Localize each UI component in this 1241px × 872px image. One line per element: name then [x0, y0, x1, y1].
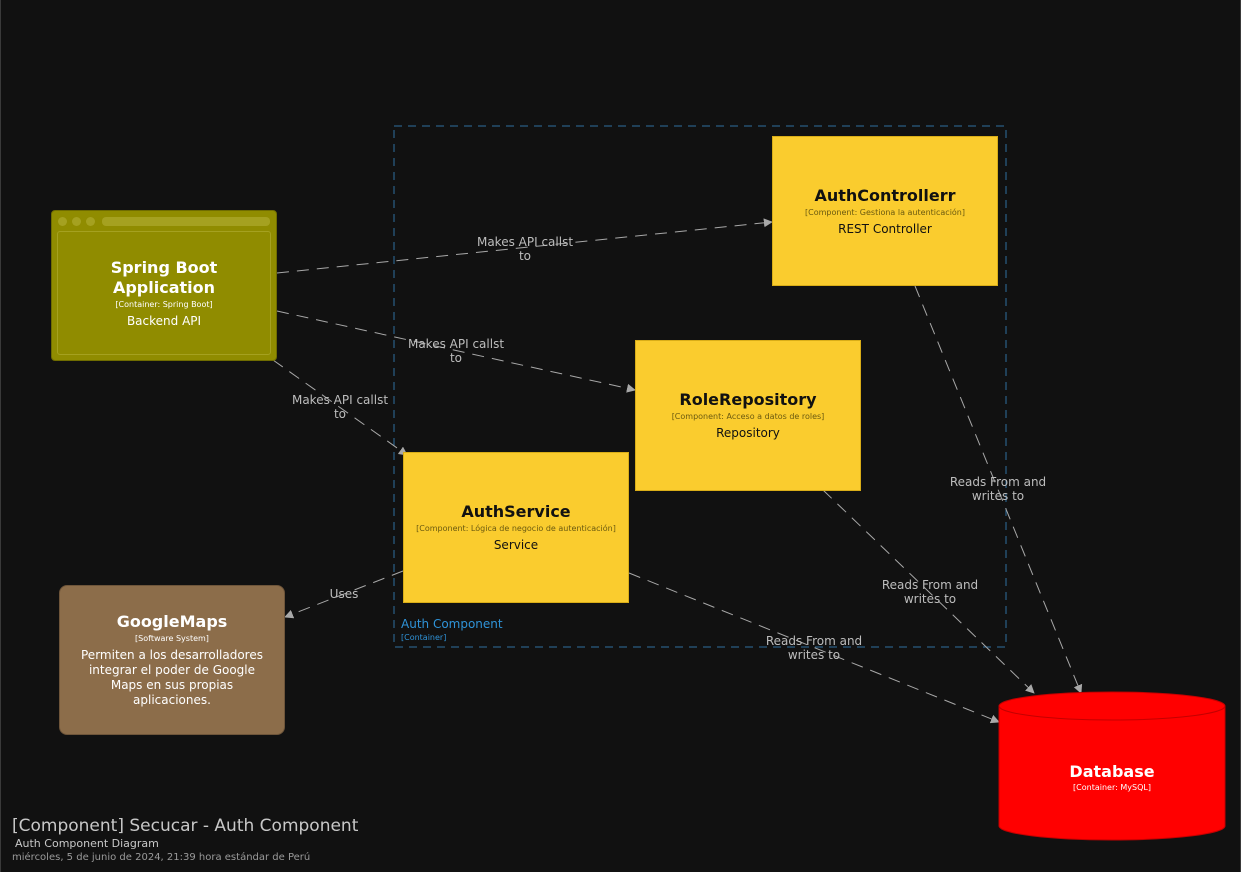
node-role-repository[interactable]: RoleRepository [Component: Acceso a dato…	[635, 340, 861, 491]
node-description: Backend API	[126, 313, 202, 328]
node-type: [Component: Lógica de negocio de autenti…	[416, 524, 616, 533]
window-dot-icon	[86, 217, 95, 226]
edge-controller-to-database	[914, 285, 1083, 694]
node-name: AuthService	[461, 502, 571, 521]
database-label: Database [Container: MySQL]	[999, 762, 1225, 794]
boundary-label: Auth Component [Container]	[401, 617, 503, 643]
window-titlebar	[52, 211, 276, 231]
window-address-bar	[102, 217, 270, 226]
boundary-type: [Container]	[401, 633, 447, 642]
node-name: Database	[1069, 762, 1155, 781]
node-description: Permiten a los desarrolladores integrar …	[81, 648, 263, 707]
boundary-name: Auth Component	[401, 617, 503, 631]
node-name: RoleRepository	[679, 390, 817, 409]
diagram-date: miércoles, 5 de junio de 2024, 21:39 hor…	[12, 852, 311, 863]
edge-label-role-repo-database: Reads From and writes to	[881, 578, 979, 606]
edge-auth-service-to-database	[628, 572, 1000, 724]
window-dot-icon	[72, 217, 81, 226]
diagram-title: [Component] Secucar - Auth Component	[12, 816, 359, 836]
node-name: Spring Boot Application	[110, 257, 218, 297]
edge-label-controller-database: Reads From and writes to	[949, 475, 1047, 503]
diagram-footer: [Component] Secucar - Auth Component Aut…	[12, 815, 358, 864]
node-description: REST Controller	[838, 221, 932, 236]
auth-component-boundary	[393, 125, 1007, 648]
edge-role-repo-to-database	[822, 489, 1035, 694]
edge-spring-to-auth-service	[272, 359, 408, 456]
window-dot-icon	[58, 217, 67, 226]
node-spring-boot-application[interactable]: Spring Boot Application [Container: Spri…	[51, 210, 277, 361]
node-name: GoogleMaps	[116, 612, 228, 631]
edge-label-auth-service-googlemaps: Uses	[329, 587, 359, 601]
edge-spring-to-role-repo	[276, 310, 636, 393]
node-auth-service[interactable]: AuthService [Component: Lógica de negoci…	[403, 452, 629, 603]
node-auth-controller[interactable]: AuthControllerr [Component: Gestiona la …	[772, 136, 998, 286]
node-type: [Component: Gestiona la autenticación]	[805, 207, 965, 217]
diagram-subtitle: Auth Component Diagram	[15, 837, 159, 850]
database-cylinder[interactable]	[998, 691, 1226, 841]
edge-spring-to-controller	[276, 218, 773, 274]
node-type: [Container: Spring Boot]	[115, 299, 213, 309]
edge-label-spring-auth-service: Makes API callst to	[291, 393, 389, 421]
edge-auth-service-to-googlemaps	[284, 570, 404, 619]
node-description: Repository	[716, 426, 780, 440]
node-type: [Software System]	[135, 634, 209, 643]
edge-label-spring-role-repo: Makes API callst to	[407, 337, 505, 365]
node-googlemaps[interactable]: GoogleMaps [Software System] Permiten a …	[59, 585, 285, 735]
edge-label-auth-service-database: Reads From and writes to	[765, 634, 863, 662]
node-type: [Container: MySQL]	[1073, 783, 1151, 792]
node-type: [Component: Acceso a datos de roles]	[671, 412, 825, 421]
node-description: Service	[493, 538, 539, 552]
edge-label-spring-controller: Makes API callst to	[476, 235, 574, 263]
node-name: AuthControllerr	[814, 185, 956, 205]
